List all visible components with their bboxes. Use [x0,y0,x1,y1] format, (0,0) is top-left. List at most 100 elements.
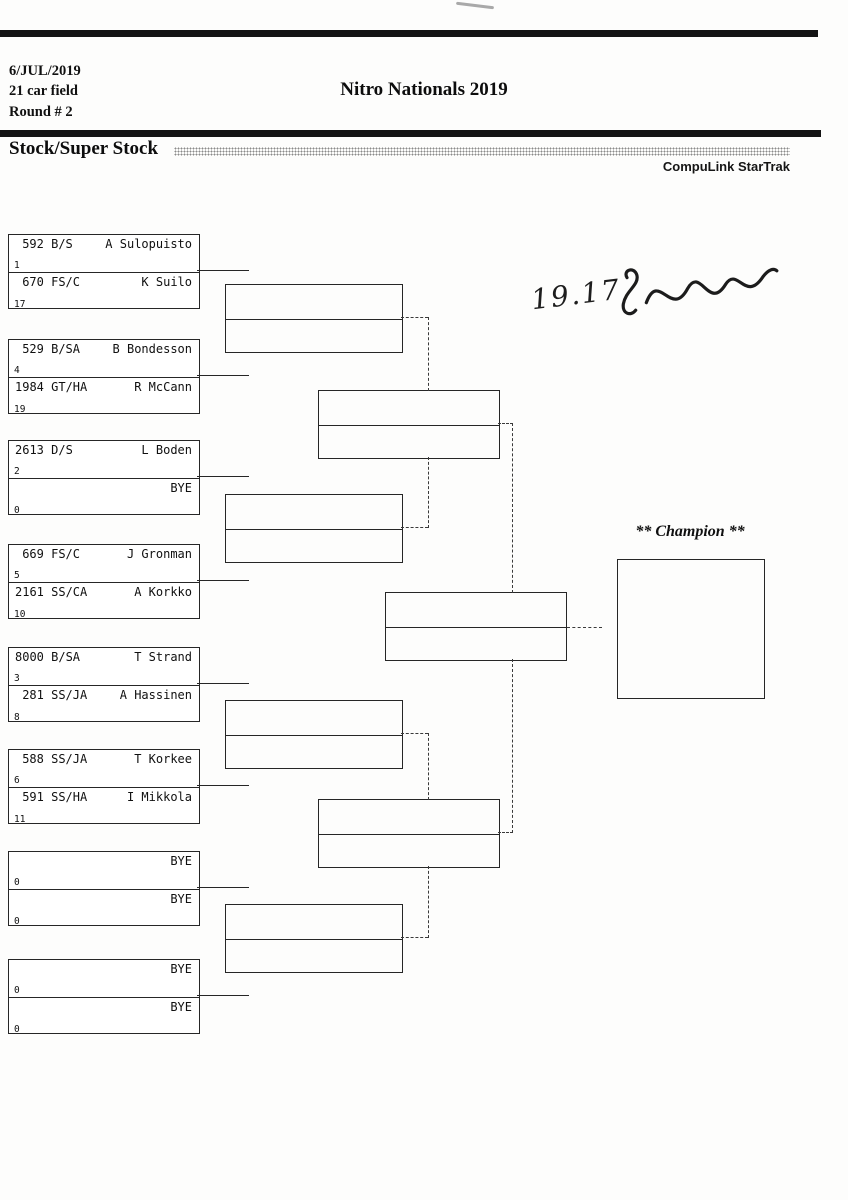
seed-number: 0 [14,505,20,516]
car-class: SS/JA [51,688,88,702]
car-class: SS/CA [51,585,88,599]
seed-number: 2 [14,466,20,477]
car-number: 592 [22,237,44,251]
slot-top-half [226,285,402,319]
scan-divider-bar-top [0,30,818,37]
seed-number: 10 [14,609,26,620]
entry-id [15,892,51,906]
bracket-entry: BYE 0 [9,852,199,889]
report-date: 6/JUL/2019 [9,63,81,79]
bracket-entry: BYE 0 [9,889,199,928]
seed-number: 4 [14,365,20,376]
seed-number: 17 [14,299,26,310]
car-class: GT/HA [51,380,88,394]
connector-dashed [428,733,429,800]
slot-bottom-half [226,734,402,770]
entry-id: 2613 D/S [15,443,73,457]
connector-dashed [512,423,513,593]
round2-slot-2 [225,494,403,563]
bracket-pair-1: 592 B/S A Sulopuisto 1 670 FS/C K Suilo 17 [8,234,200,310]
connector-tick-2 [197,375,249,376]
entry-id: 670 FS/C [15,275,80,289]
connector-dashed [512,659,513,833]
car-class: FS/C [51,547,81,561]
slot-bottom-half [319,424,499,460]
driver-name: BYE [170,962,192,976]
slot-top-half [386,593,566,627]
car-class: FS/C [51,275,81,289]
seed-number: 19 [14,404,26,415]
car-number: 588 [22,752,44,766]
bracket-pair-7: BYE 0 BYE 0 [8,851,200,928]
connector-tick-3 [197,476,249,477]
slot-top-half [319,800,499,834]
round2-slot-4 [225,904,403,973]
car-class: B/S [51,237,73,251]
driver-name: BYE [170,481,192,495]
report-meta: 6/JUL/2019 21 car field Round # 2 [9,61,81,122]
connector-dashed [428,866,429,938]
seed-number: 6 [14,775,20,786]
car-number: 670 [22,275,44,289]
connector-tick-8 [197,995,249,996]
connector-dashed [498,832,513,833]
semifinal-slot-1 [318,390,500,459]
car-number: 529 [22,342,44,356]
car-class: D/S [51,443,73,457]
field-size: 21 car field [9,83,78,100]
slot-bottom-half [319,833,499,869]
driver-name: L Boden [141,443,192,457]
car-number: 669 [22,547,44,561]
scan-artifact [455,1,495,10]
car-number: 2613 [15,443,44,457]
connector-tick-7 [197,887,249,888]
connector-dashed [401,937,428,938]
slot-bottom-half [226,938,402,974]
car-class: SS/JA [51,752,88,766]
round-number: Round # 2 [9,103,73,120]
car-number: 2161 [15,585,44,599]
seed-number: 1 [14,260,20,271]
bracket-entry: 2613 D/S L Boden 2 [9,441,199,478]
handwritten-time: 19.17 [529,272,623,317]
seed-number: 0 [14,877,20,888]
bracket-entry: 592 B/S A Sulopuisto 1 [9,235,199,272]
connector-dashed [428,457,429,528]
bracket-entry: 588 SS/JA T Korkee 6 [9,750,199,787]
dotted-rule [174,147,790,156]
entry-id: 529 B/SA [15,342,80,356]
connector-dashed [401,527,428,528]
driver-name: I Mikkola [126,790,192,804]
car-class: B/SA [51,650,81,664]
entry-id [15,962,51,976]
car-number: 591 [22,790,44,804]
connector-dashed [401,317,428,318]
seed-number: 0 [14,1024,20,1035]
car-number: 8000 [15,650,44,664]
slot-bottom-half [386,626,566,662]
bracket-entry: BYE 0 [9,960,199,997]
driver-name: J Gronman [126,547,192,561]
car-class: B/SA [51,342,81,356]
scan-divider-bar-mid [0,130,821,137]
driver-name: A Sulopuisto [105,237,192,251]
entry-id: 588 SS/JA [15,752,87,766]
connector-dashed [428,317,429,391]
driver-name: T Korkee [134,752,192,766]
round2-slot-1 [225,284,403,353]
slot-top-half [226,905,402,939]
champion-label: ** Champion ** [635,523,745,540]
connector-dashed [567,627,602,628]
seed-number: 8 [14,712,20,723]
car-number: 1984 [15,380,44,394]
driver-name: K Suilo [141,275,192,289]
slot-bottom-half [226,318,402,354]
